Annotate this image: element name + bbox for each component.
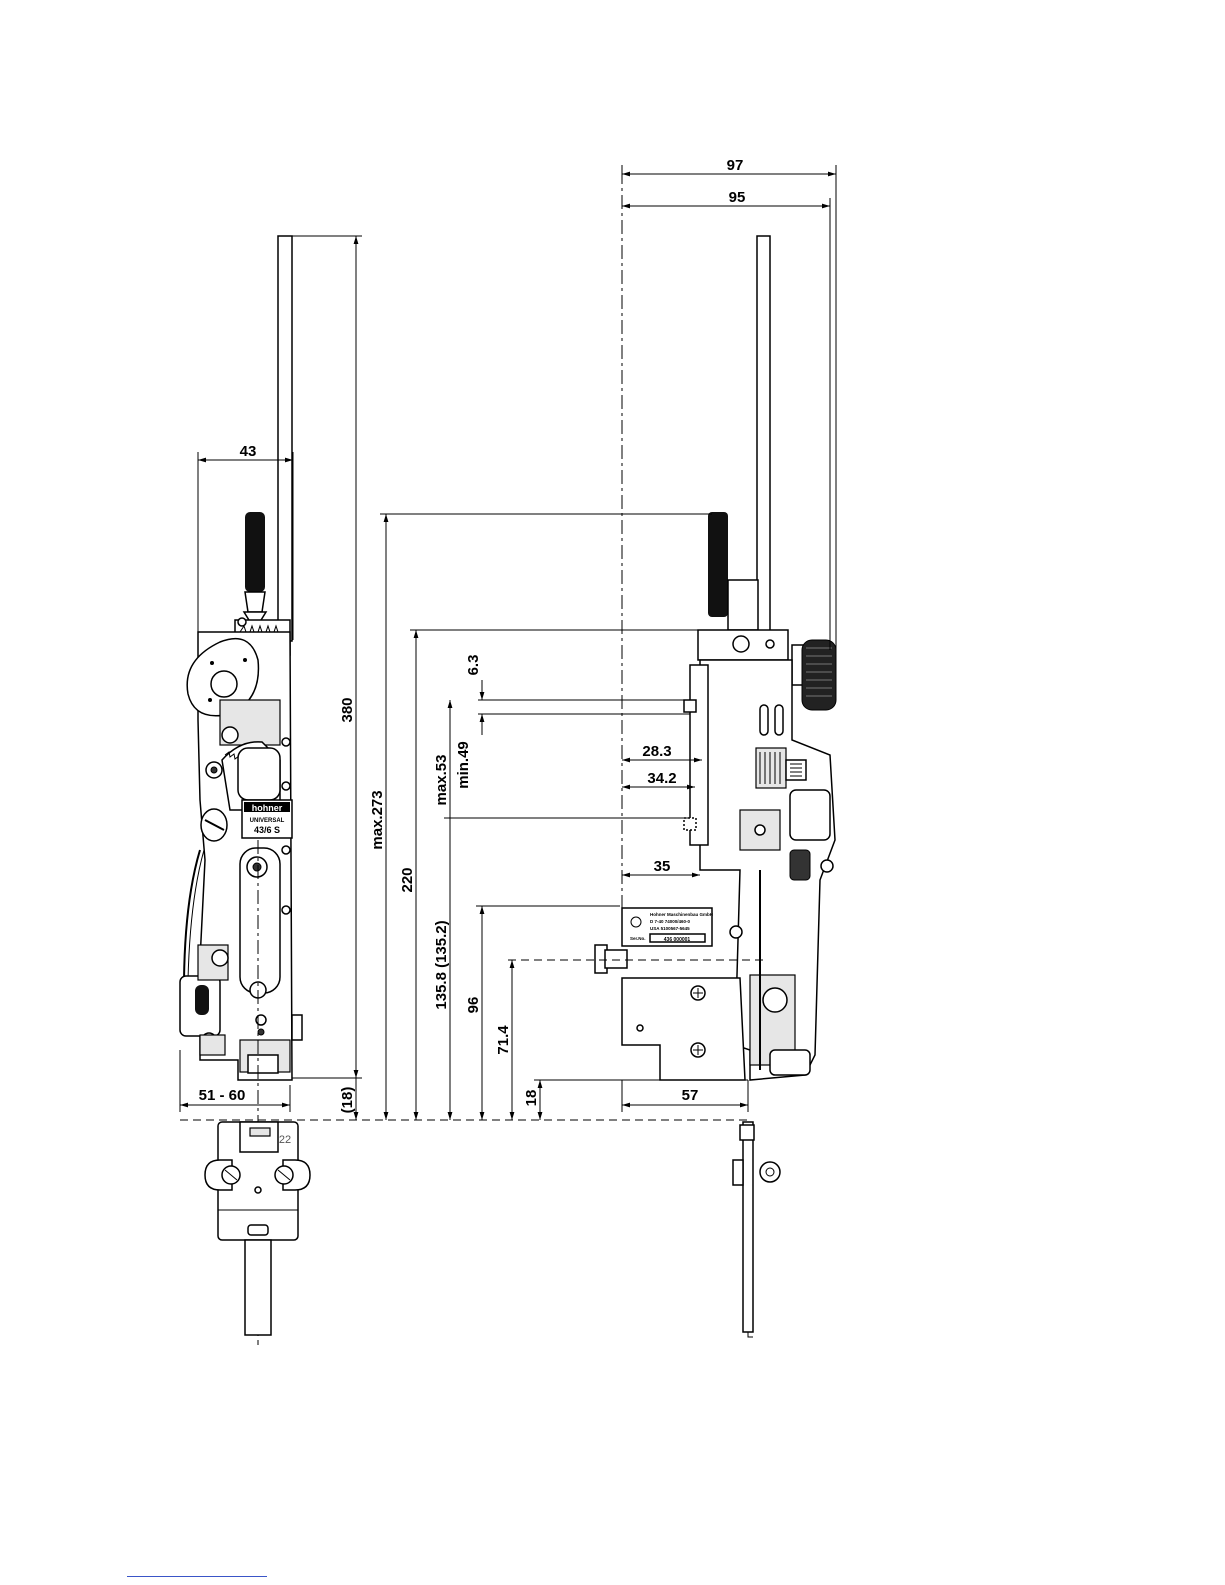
dim-18-paren: (18) bbox=[339, 1087, 356, 1114]
dim-97: 97 bbox=[727, 157, 744, 174]
dim-min49: min.49 bbox=[455, 741, 472, 789]
side-name-plate: Hohner Maschinenbau GmbH D 7-40 74000/46… bbox=[622, 908, 713, 946]
dim-95: 95 bbox=[729, 189, 746, 206]
plate-line2: D 7-40 74000/460-0 bbox=[650, 919, 691, 924]
front-label-brand: hohner bbox=[252, 803, 283, 813]
front-label: hohner UNIVERSAL 43/6 S bbox=[242, 800, 292, 838]
front-handle-grip bbox=[245, 512, 265, 592]
dim-35: 35 bbox=[654, 858, 671, 875]
plate-serial: 436 000001 bbox=[664, 937, 691, 943]
plate-line4: Ser.No. bbox=[630, 936, 646, 941]
front-rod bbox=[278, 236, 292, 641]
plate-line3: USA 5100567-5645 bbox=[650, 926, 690, 931]
side-knob bbox=[792, 640, 836, 710]
dim-71-4: 71.4 bbox=[495, 1025, 512, 1055]
dim-18: 18 bbox=[523, 1090, 540, 1107]
front-label-model: UNIVERSAL bbox=[250, 818, 285, 824]
dim-380: 380 bbox=[339, 697, 356, 722]
dim-51-60: 51 - 60 bbox=[199, 1087, 246, 1104]
dim-34-2: 34.2 bbox=[647, 770, 676, 787]
dim-57: 57 bbox=[682, 1087, 699, 1104]
side-needle-view bbox=[733, 1122, 780, 1337]
side-view: Hohner Maschinenbau GmbH D 7-40 74000/46… bbox=[508, 170, 836, 1080]
head-number: 22 bbox=[279, 1134, 291, 1146]
head-needle-bar bbox=[245, 1240, 271, 1335]
side-rod bbox=[757, 236, 770, 636]
plate-line1: Hohner Maschinenbau GmbH bbox=[650, 912, 713, 917]
dim-96: 96 bbox=[465, 997, 482, 1014]
dim-28-3: 28.3 bbox=[642, 743, 671, 760]
dim-6-3: 6.3 bbox=[465, 655, 482, 676]
dim-max273: max.273 bbox=[369, 790, 386, 849]
front-head-view: 22 bbox=[205, 1122, 310, 1335]
dim-max53: max.53 bbox=[433, 755, 450, 806]
dim-135-8: 135.8 (135.2) bbox=[433, 920, 450, 1009]
dim-220: 220 bbox=[399, 867, 416, 892]
dim-43: 43 bbox=[240, 443, 257, 460]
side-handle-grip bbox=[708, 512, 728, 617]
front-label-type: 43/6 S bbox=[254, 825, 280, 835]
front-wing-screw bbox=[201, 809, 227, 841]
footer-rule bbox=[127, 1576, 267, 1577]
